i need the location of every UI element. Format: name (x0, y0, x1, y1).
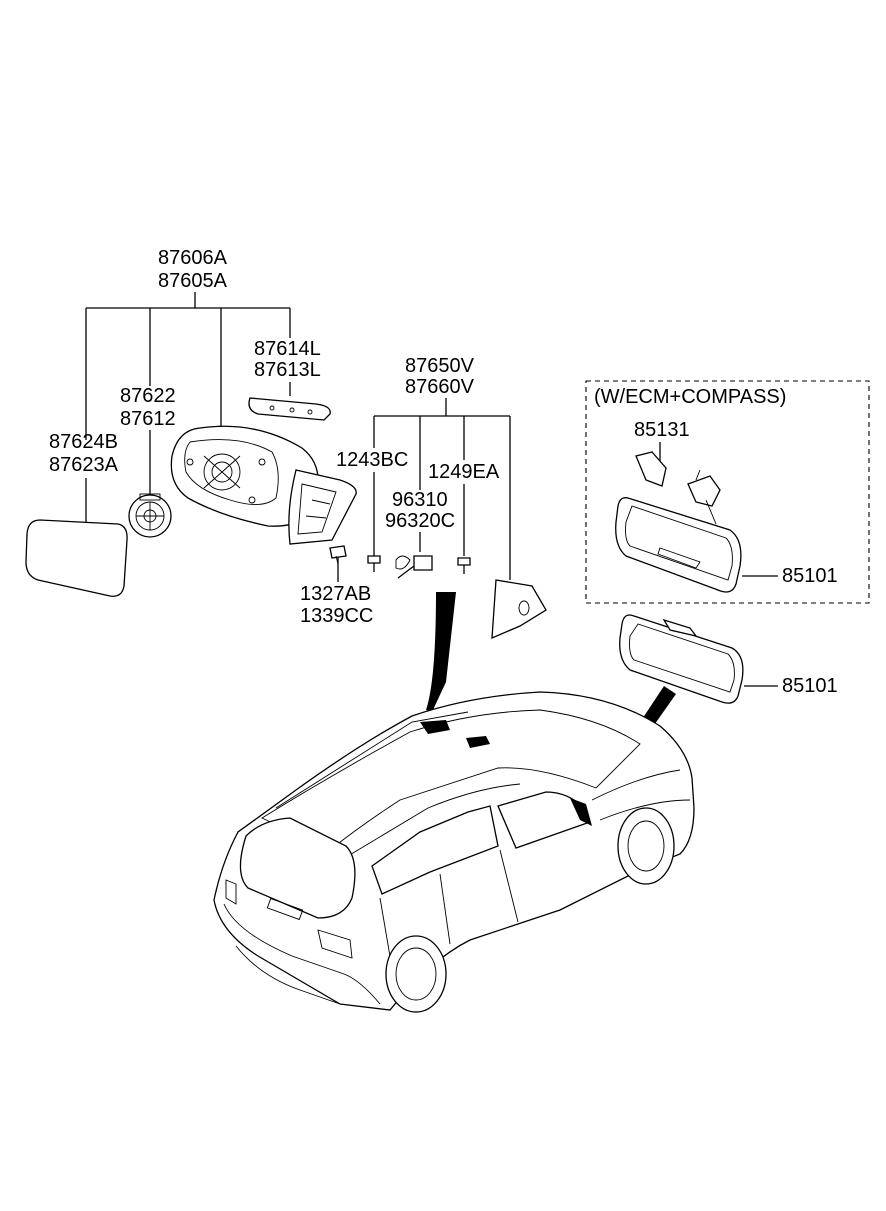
label-96320c: 96320C (385, 510, 455, 532)
label-87623a: 87623A (49, 454, 119, 476)
leader-lines (85, 292, 778, 687)
label-87612: 87612 (120, 408, 176, 430)
label-85101-ecm: 85101 (782, 565, 838, 587)
label-85101: 85101 (782, 675, 838, 697)
label-1249ea: 1249EA (428, 461, 500, 483)
label-96310: 96310 (392, 489, 448, 511)
screw-1249ea-part (457, 557, 471, 574)
mirror-glass-part (25, 519, 128, 597)
inner-cover-part (491, 579, 547, 640)
label-87622: 87622 (120, 385, 176, 407)
vehicle-illustration (213, 691, 695, 1013)
label-1327ab: 1327AB (300, 583, 371, 605)
bracket-85131-part (635, 451, 721, 525)
mirror-base-part (288, 469, 357, 545)
label-1243bc: 1243BC (336, 449, 408, 471)
label-87613l: 87613L (254, 359, 321, 381)
pointer-wedge-outside (426, 592, 456, 712)
label-87660v: 87660V (405, 376, 475, 398)
screw-1243bc-part (367, 555, 381, 572)
label-87605a: 87605A (158, 270, 228, 292)
inside-mirror-part (619, 614, 744, 704)
switch-part (395, 555, 433, 579)
label-87650v: 87650V (405, 355, 475, 377)
label-1339cc: 1339CC (300, 605, 373, 627)
mirror-housing-part (170, 425, 319, 527)
label-87606a: 87606A (158, 247, 228, 269)
scalp-cover-part (248, 397, 331, 421)
inside-mirror-ecm-part (615, 497, 742, 593)
label-85131: 85131 (634, 419, 690, 441)
label-ecm-compass: (W/ECM+COMPASS) (594, 386, 786, 408)
label-87614l: 87614L (254, 338, 321, 360)
label-87624b: 87624B (49, 431, 118, 453)
actuator-part (128, 493, 172, 538)
bolt-part (329, 545, 347, 565)
